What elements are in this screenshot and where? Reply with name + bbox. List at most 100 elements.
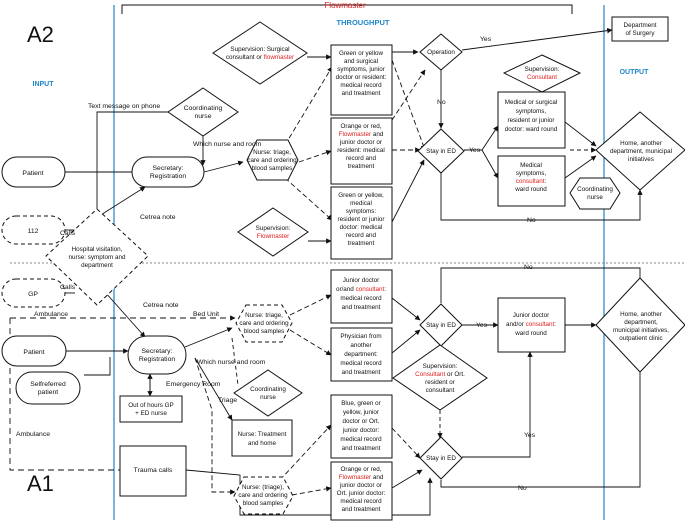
patient-top-label: Patient	[22, 170, 43, 177]
selfreferred-node	[15, 371, 81, 405]
stay-bottom-node	[419, 436, 463, 480]
department-surgery-node	[611, 16, 669, 42]
yes-operation-label: Yes	[480, 36, 492, 43]
green-surgical-node	[330, 44, 393, 116]
out-of-hours-node	[119, 395, 183, 423]
stay-top-label: Stay in ED	[426, 148, 456, 155]
area-a1-label: A1	[27, 471, 54, 496]
no-mid-label: No	[524, 264, 533, 271]
no-operation-label: No	[437, 99, 446, 106]
yes-stay-mid-label: Yes	[476, 322, 488, 329]
trauma-calls-label: Trauma calls	[134, 467, 173, 474]
patient-top-node	[1, 156, 66, 188]
cetrea-bottom-label: Cetrea note	[143, 302, 179, 309]
hospital-visitation-node	[45, 208, 149, 306]
patient-bottom-node	[1, 335, 67, 367]
n112-label: 112	[28, 228, 39, 235]
stay-top-node	[417, 128, 465, 174]
emergency-room-label: Emergency Room	[166, 381, 221, 388]
stay-bottom-label: Stay in ED	[426, 455, 456, 462]
calls-1-label: Calls	[60, 230, 76, 237]
supervision-consultant-ort-node	[392, 344, 488, 411]
yes-stay-top-label: Yes	[469, 147, 481, 154]
blue-green-node	[330, 394, 393, 459]
secretary-bottom-label: Secretary:Registration	[139, 348, 175, 363]
which-nurse-bottom-label: Which nurse and room	[197, 359, 266, 366]
green-medical-node	[330, 186, 393, 260]
operation-label: Operation	[427, 49, 455, 56]
area-a2-label: A2	[27, 22, 54, 47]
yes-stay-bottom-label: Yes	[524, 432, 536, 439]
secretary-top-node	[131, 156, 205, 188]
trauma-calls-node	[119, 445, 187, 497]
coordinating-nurse-top-node	[167, 87, 239, 137]
orange-bottom-node	[330, 461, 393, 521]
secretary-bottom-node	[127, 335, 187, 375]
supervision-consultant-top-label: Supervision:Consultant	[525, 66, 560, 81]
out-of-hours-label: Out of hours GP+ ED nurse	[128, 402, 174, 417]
nurse-treatment-home-node	[231, 419, 293, 457]
triage-label: Triage	[218, 397, 237, 404]
junior-consultant-ward-node	[497, 297, 566, 353]
nurse-triage-top-node	[246, 139, 299, 181]
home-top-node	[595, 111, 685, 191]
ambulance-1-label: Ambulance	[34, 311, 68, 318]
node-112	[1, 215, 66, 245]
orange-top-node	[330, 117, 393, 185]
output-header: OUTPUT	[620, 69, 650, 76]
ambulance-2-label: Ambulance	[16, 431, 50, 438]
supervision-consultant-ort-label: Supervision:Consultant or Ort.resident o…	[415, 363, 465, 394]
patient-bottom-label: Patient	[23, 349, 44, 356]
cetrea-top-label: Cetrea note	[140, 214, 176, 221]
no-stay-top-label: No	[527, 217, 536, 224]
operation-node	[419, 33, 463, 71]
nurse-triage-last-node	[233, 476, 294, 515]
supervision-flowmaster-label: Supervision:Flowmaster	[256, 225, 291, 240]
secretary-top-label: Secretary:Registration	[150, 165, 186, 180]
gp-label: GP	[28, 291, 38, 298]
junior-consultant-node	[330, 269, 393, 324]
nurse-triage-bottom-node	[235, 304, 293, 343]
gp-node	[1, 278, 66, 308]
no-stay-bottom-label: No	[518, 485, 527, 492]
calls-2-label: Calls	[60, 284, 76, 291]
supervision-surgical-node	[212, 21, 308, 85]
flowmaster-header: Flowmaster	[324, 1, 366, 10]
coordinating-nurse-bottom-node	[233, 369, 303, 417]
physician-other-node	[330, 327, 393, 382]
coordinating-nurse-right-node	[569, 177, 621, 210]
flowmaster-bracket	[121, 4, 573, 14]
throughput-header: THROUGHPUT	[337, 18, 390, 27]
bed-unit-label: Bed Unit	[193, 311, 219, 318]
supervision-flowmaster-node	[237, 207, 309, 257]
stay-mid-label: Stay in ED	[426, 322, 456, 329]
medical-symptoms-node	[497, 155, 566, 207]
ward-round-top-node	[497, 91, 566, 149]
home-bottom-node	[595, 277, 685, 373]
input-header: INPUT	[33, 81, 55, 88]
